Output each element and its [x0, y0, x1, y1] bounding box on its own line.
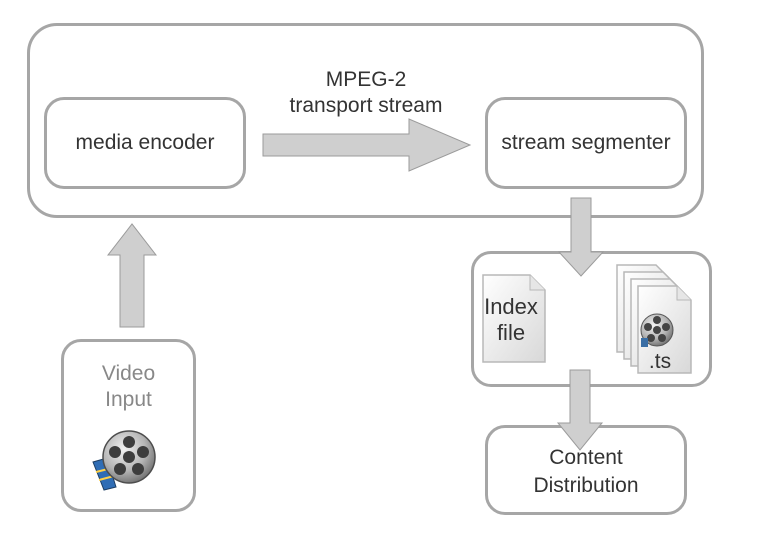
transport-stream-label-line2: transport stream [289, 94, 443, 117]
video-film-reel-icon [92, 430, 156, 491]
stream-segmenter-label: stream segmenter [501, 131, 671, 154]
content-distribution-label-line2: Distribution [533, 474, 639, 497]
video-input-label-line2: Input [105, 388, 152, 411]
media-encoder-box [44, 97, 246, 189]
transport-stream-arrow [262, 118, 472, 172]
stream-segmenter-box [485, 97, 687, 189]
index-file-icon [482, 274, 546, 363]
video-input-arrow [106, 223, 158, 328]
transport-stream-label-line1: MPEG-2 [325, 68, 407, 91]
segmenter-to-files-arrow [557, 197, 605, 277]
index-file-label-line2: file [496, 320, 526, 345]
media-encoder-label: media encoder [75, 131, 215, 154]
ts-film-reel-icon [640, 313, 674, 347]
video-input-label-line1: Video [101, 362, 156, 385]
index-file-label-line1: Index [484, 294, 538, 319]
ts-file-label: .ts [648, 350, 672, 373]
files-to-distribution-arrow [556, 369, 604, 451]
content-distribution-label-line1: Content [549, 446, 623, 469]
